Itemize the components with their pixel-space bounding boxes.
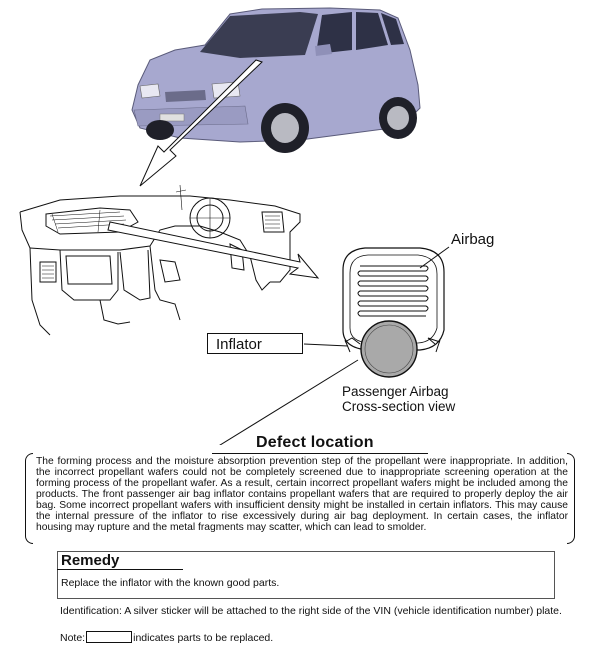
defect-left-bracket	[25, 453, 33, 544]
caption-line-2: Cross-section view	[342, 399, 456, 414]
note: Note: indicates parts to be replaced.	[60, 631, 273, 644]
defect-description: The forming process and the moisture abs…	[36, 456, 568, 533]
airbag-cross-section	[219, 246, 450, 445]
recall-illustration	[19, 7, 450, 445]
car-to-dashboard-arrow	[139, 59, 263, 187]
remedy-text: Replace the inflator with the known good…	[61, 577, 280, 589]
remedy-title: Remedy	[61, 552, 120, 569]
cross-section-caption: Passenger Airbag Cross-section view	[342, 384, 455, 414]
caption-line-1: Passenger Airbag	[342, 384, 449, 399]
defect-location-title: Defect location	[256, 434, 374, 451]
note-suffix: indicates parts to be replaced.	[133, 632, 274, 644]
dashboard-to-airbag-arrow	[107, 221, 320, 279]
airbag-label: Airbag	[451, 231, 495, 248]
dashboard-drawing	[19, 184, 301, 336]
inflator-label: Inflator	[216, 336, 262, 353]
defect-title-underline	[212, 453, 428, 454]
inflator-label-box: Inflator	[207, 333, 303, 354]
identification-text: Identification: A silver sticker will be…	[60, 605, 562, 617]
remedy-box	[57, 551, 555, 599]
note-prefix: Note:	[60, 632, 86, 644]
defect-right-bracket	[567, 453, 575, 544]
remedy-title-underline	[57, 569, 183, 570]
car-image	[131, 7, 421, 153]
note-legend-box	[86, 631, 133, 643]
